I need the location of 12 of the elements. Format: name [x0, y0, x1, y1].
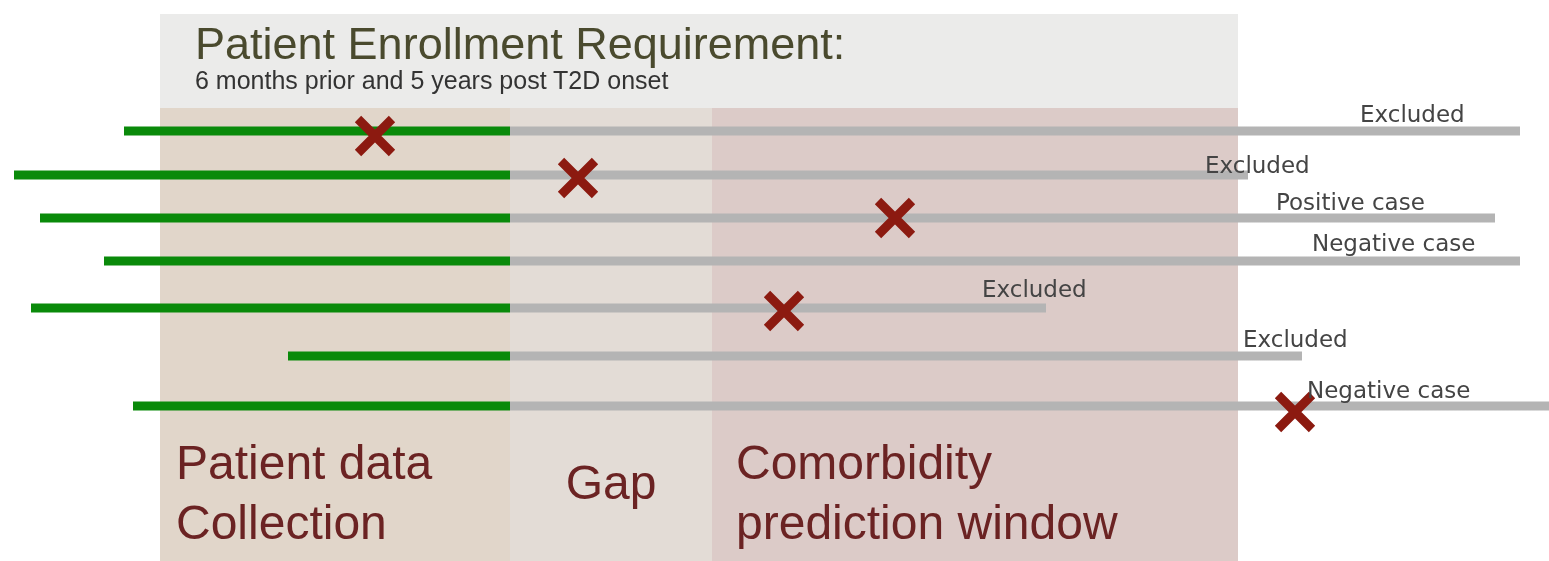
outcome-label: Excluded [1205, 152, 1310, 178]
window-label: Patient data Collection [176, 435, 434, 551]
outcome-label: Excluded [1243, 326, 1348, 352]
outcome-label: Excluded [982, 276, 1087, 302]
window-label: Gap [564, 455, 658, 511]
outcome-label: Negative case [1312, 230, 1476, 256]
window-label: Comorbidity prediction window [736, 435, 1119, 551]
outcome-label: Negative case [1307, 377, 1471, 403]
header-band [160, 14, 1238, 108]
outcome-label: Positive case [1276, 189, 1425, 215]
outcome-label: Excluded [1360, 101, 1465, 127]
header-subtitle: 6 months prior and 5 years post T2D onset [195, 67, 669, 95]
